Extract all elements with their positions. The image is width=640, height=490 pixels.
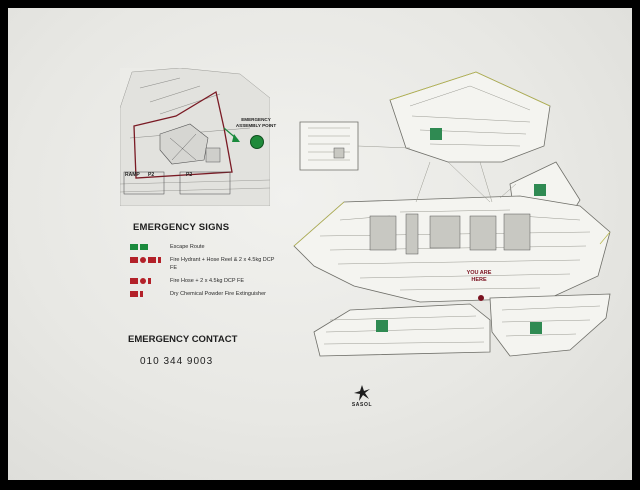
legend-label: Dry Chemical Powder Fire Extinguisher — [170, 291, 266, 297]
site-plan-map — [120, 68, 270, 206]
legend-label: Fire Hydrant + Hose Reel & 2 x 4.5kg DCP… — [170, 257, 275, 271]
emergency-contact-number: 010 344 9003 — [140, 356, 214, 367]
fire-extinguisher-icon — [158, 257, 161, 263]
legend-item: Fire Hose + 2 x 4.5kg DCP FE — [130, 277, 280, 285]
emergency-signs-heading: EMERGENCY SIGNS — [133, 222, 230, 233]
legend-label: Fire Hose + 2 x 4.5kg DCP FE — [170, 278, 245, 284]
ramp-label: RAMP — [125, 172, 140, 178]
legend-label: Escape Route — [170, 244, 205, 250]
fire-extinguisher-icon — [140, 291, 143, 297]
emergency-contact-heading: EMERGENCY CONTACT — [128, 334, 238, 345]
assembly-point-label: EMERGENCY ASSEMBLY POINT — [235, 117, 277, 128]
fire-extinguisher-icon — [148, 278, 151, 284]
parking-p2-label: P2 — [148, 172, 155, 178]
fire-arrow-icon — [130, 291, 138, 297]
assembly-point-marker — [250, 135, 264, 149]
floor-plan-map — [293, 71, 611, 357]
escape-route-icon — [130, 244, 138, 250]
logo-text: SASOL — [351, 402, 373, 408]
legend-item: Dry Chemical Powder Fire Extinguisher — [130, 290, 280, 298]
fire-hydrant-icon — [148, 257, 156, 263]
fire-hose-icon — [140, 278, 146, 284]
fire-arrow-icon — [130, 257, 138, 263]
hose-reel-icon — [140, 257, 146, 263]
sasol-logo-icon — [354, 385, 370, 401]
you-are-here-label: YOU ARE HERE — [466, 270, 492, 283]
escape-arrow-icon — [140, 244, 148, 250]
fire-arrow-icon — [130, 278, 138, 284]
legend-item: Fire Hydrant + Hose Reel & 2 x 4.5kg DCP… — [130, 256, 280, 272]
legend-item: Escape Route — [130, 243, 280, 251]
parking-p2-label: P2 — [186, 172, 193, 178]
